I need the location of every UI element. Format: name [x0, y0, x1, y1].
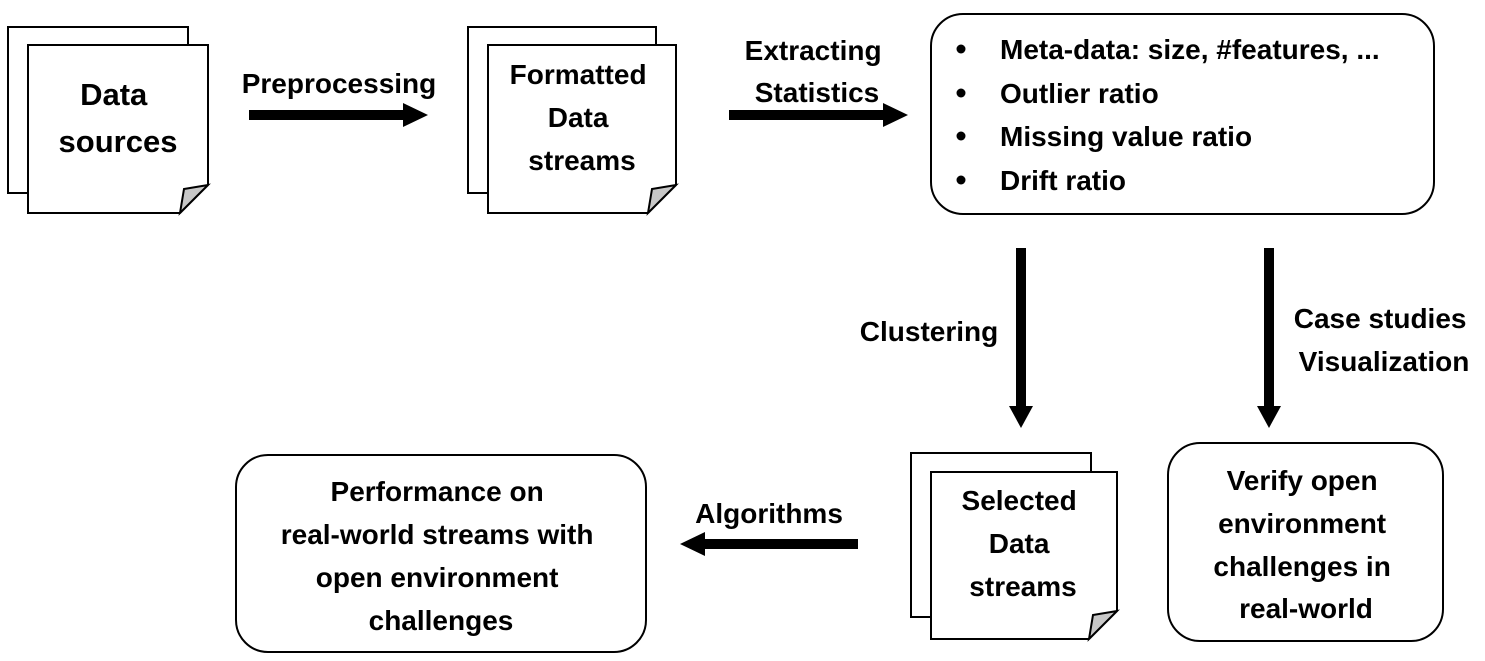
statistics-bullet-metadata: Meta-data: size, #features, ... [1000, 34, 1380, 65]
data-sources-label: Data sources [59, 77, 178, 159]
performance-line-1: Performance on [331, 476, 544, 507]
clustering-arrow-head [1009, 406, 1033, 428]
performance-label: Performance on real-world streams with o… [281, 476, 602, 636]
selected-streams-label: Selected Data streams [962, 485, 1085, 602]
algorithms-edge: Algorithms [680, 498, 858, 556]
data-sources-node: Data sources [7, 26, 211, 216]
statistics-bullet-dot [956, 44, 966, 54]
clustering-arrow-shaft [1016, 248, 1026, 408]
data-sources-line-1: Data [80, 77, 148, 112]
verify-box-node: Verify open environment challenges in re… [1167, 442, 1444, 642]
statistics-bullet-dot [956, 175, 966, 185]
formatted-streams-line-2: Data [548, 102, 609, 133]
formatted-streams-label: Formatted Data streams [510, 59, 655, 176]
case-studies-arrow-shaft [1264, 248, 1274, 408]
case-studies-arrow-head [1257, 406, 1281, 428]
formatted-streams-line-1: Formatted [510, 59, 647, 90]
performance-line-4: challenges [369, 605, 514, 636]
clustering-label: Clustering [860, 316, 998, 347]
extracting-statistics-line-2: Statistics [755, 77, 880, 108]
algorithms-label: Algorithms [695, 498, 843, 529]
verify-box [1167, 442, 1444, 642]
statistics-bullet-dot [956, 131, 966, 141]
data-sources-line-2: sources [59, 124, 178, 159]
preprocessing-arrow-shaft [249, 110, 405, 120]
performance-line-2: real-world streams with [281, 519, 594, 550]
case-studies-line-2: Visualization [1299, 346, 1470, 377]
preprocessing-edge: Preprocessing [242, 68, 437, 127]
formatted-streams-node: Formatted Data streams [467, 26, 679, 216]
selected-streams-doc-fold [1087, 609, 1120, 642]
statistics-bullet-dot [956, 88, 966, 98]
case-studies-label: Case studies Visualization [1294, 303, 1475, 377]
performance-box-node: Performance on real-world streams with o… [235, 454, 647, 653]
statistics-box-node: Meta-data: size, #features, ... Outlier … [930, 13, 1435, 215]
extracting-statistics-label: Extracting Statistics [745, 35, 890, 108]
performance-line-3: open environment [316, 562, 559, 593]
preprocessing-label: Preprocessing [242, 68, 437, 99]
case-studies-line-1: Case studies [1294, 303, 1467, 334]
statistics-bullet-outlier: Outlier ratio [1000, 78, 1159, 109]
extracting-statistics-arrow-head [883, 103, 908, 127]
verify-line-3: challenges in [1213, 551, 1390, 582]
selected-streams-node: Selected Data streams [910, 452, 1120, 642]
verify-line-4: real-world [1239, 593, 1373, 624]
verify-line-2: environment [1218, 508, 1386, 539]
selected-streams-line-2: Data [989, 528, 1050, 559]
extracting-statistics-line-1: Extracting [745, 35, 882, 66]
statistics-bullets: Meta-data: size, #features, ... Outlier … [1000, 34, 1387, 196]
extracting-statistics-arrow-shaft [729, 110, 885, 120]
algorithms-arrow-head [680, 532, 705, 556]
data-sources-doc-fold [178, 183, 211, 216]
performance-box [235, 454, 647, 653]
verify-line-1: Verify open [1227, 465, 1378, 496]
case-studies-edge: Case studies Visualization [1257, 248, 1475, 428]
algorithms-arrow-shaft [703, 539, 858, 549]
extracting-statistics-edge: Extracting Statistics [729, 35, 908, 127]
selected-streams-line-1: Selected [962, 485, 1077, 516]
statistics-box [930, 13, 1435, 215]
selected-streams-line-3: streams [969, 571, 1076, 602]
verify-label: Verify open environment challenges in re… [1213, 465, 1398, 624]
formatted-streams-line-3: streams [528, 145, 635, 176]
formatted-streams-doc-fold [646, 183, 679, 216]
statistics-bullet-drift: Drift ratio [1000, 165, 1126, 196]
statistics-bullet-missing: Missing value ratio [1000, 121, 1252, 152]
clustering-edge: Clustering [860, 248, 1033, 428]
preprocessing-arrow-head [403, 103, 428, 127]
